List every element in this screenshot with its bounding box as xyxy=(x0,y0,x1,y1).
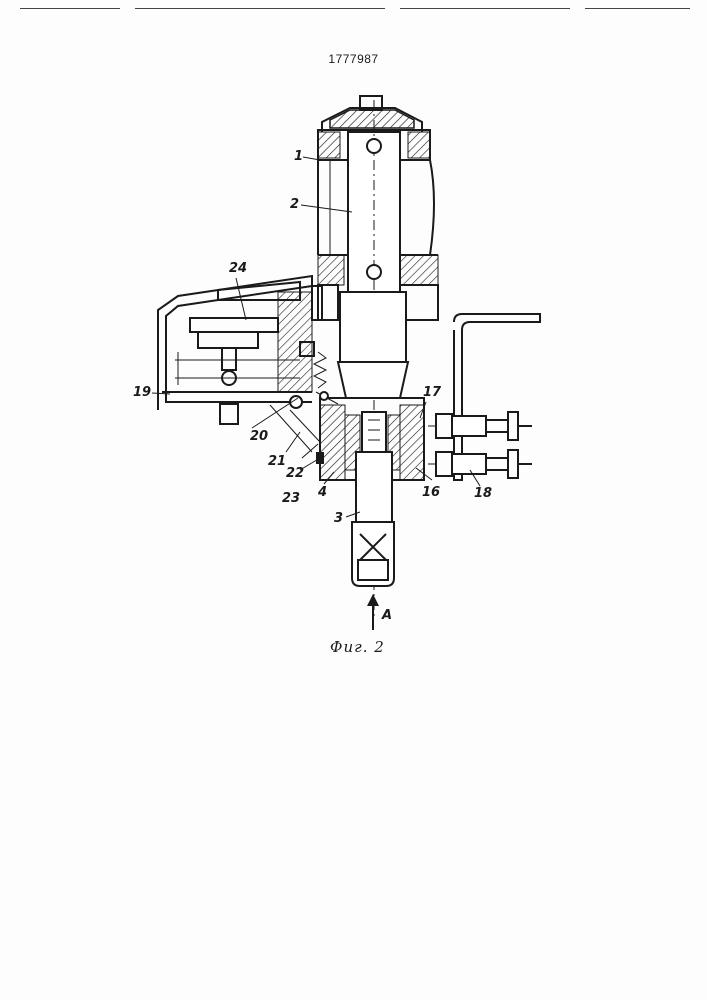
label-17: 17 xyxy=(423,386,441,400)
label-23: 23 xyxy=(282,492,300,506)
view-arrow xyxy=(367,594,379,630)
label-2: 2 xyxy=(290,198,299,212)
switch-assembly xyxy=(428,314,540,480)
label-4: 4 xyxy=(318,486,327,500)
label-1: 1 xyxy=(294,150,303,164)
top-cap xyxy=(322,96,422,132)
label-21: 21 xyxy=(268,455,286,469)
label-22: 22 xyxy=(286,467,304,481)
label-18: 18 xyxy=(474,487,492,501)
label-3: 3 xyxy=(334,512,343,526)
label-16: 16 xyxy=(422,486,440,500)
figure-caption: Фиг. 2 xyxy=(330,638,385,656)
view-label-a: A xyxy=(382,609,392,623)
label-20: 20 xyxy=(250,430,268,444)
lower-stem xyxy=(352,452,394,586)
label-24: 24 xyxy=(229,262,247,276)
label-19: 19 xyxy=(133,386,151,400)
